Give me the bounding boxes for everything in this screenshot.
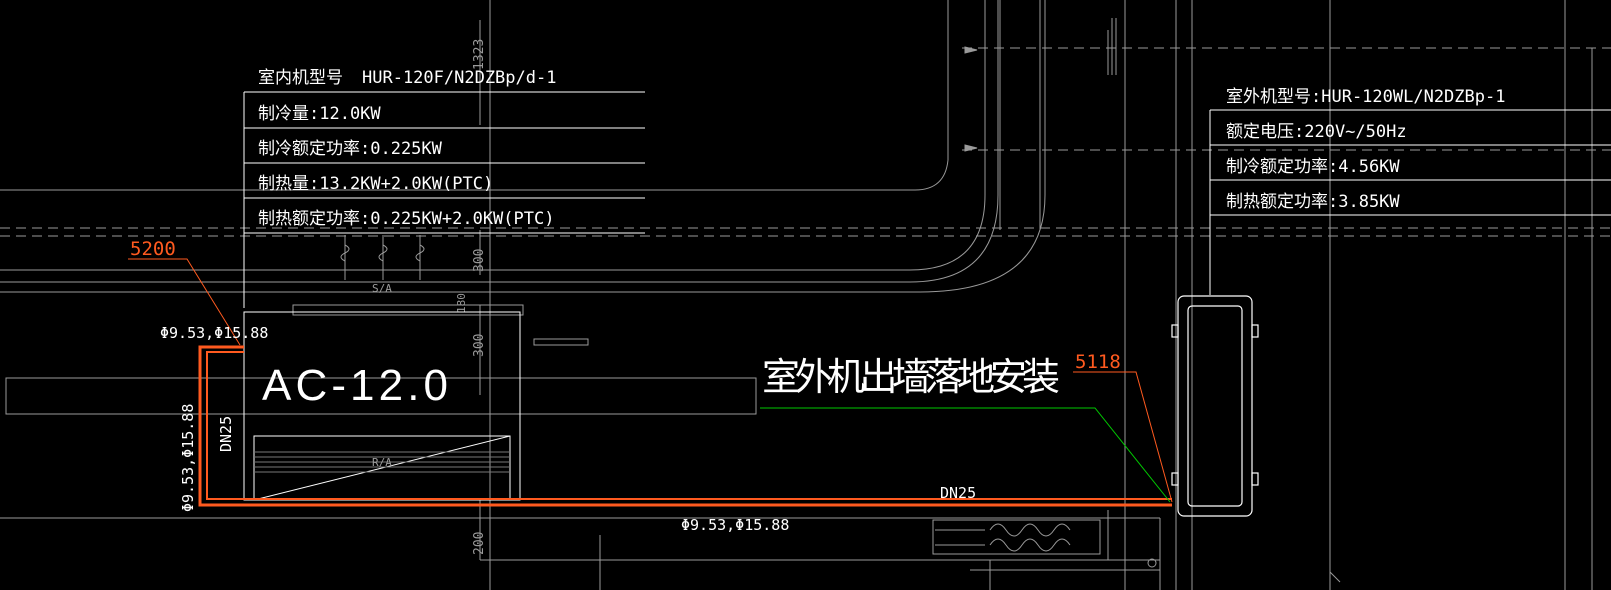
drain-size-vertical: DN25 [217, 416, 235, 452]
dim-200: 200 [472, 532, 487, 555]
pipe-size-left: Φ9.53,Φ15.88 [179, 404, 197, 512]
outdoor-heating-rated-power: 制热额定功率:3.85KW [1226, 192, 1400, 212]
pipe-size-bottom: Φ9.53,Φ15.88 [681, 516, 789, 534]
unit-label: AC-12.0 [262, 361, 448, 410]
outdoor-unit [1171, 295, 1259, 517]
leader-tag-5118: 5118 [1075, 351, 1121, 373]
indoor-model-value: HUR-120F/N2DZBp/d-1 [362, 68, 556, 88]
indoor-heating-capacity: 制热量:13.2KW+2.0KW(PTC) [258, 174, 493, 194]
return-air-label: R/A [372, 456, 392, 469]
install-note: 室外机出墙落地安装 [762, 355, 1060, 399]
outdoor-model: 室外机型号:HUR-120WL/N2DZBp-1 [1226, 87, 1505, 107]
drain-size-horizontal: DN25 [940, 484, 976, 502]
indoor-spec-table: 室内机型号 HUR-120F/N2DZBp/d-1 制冷量:12.0KW 制冷额… [243, 68, 645, 308]
pipe-size-top: Φ9.53,Φ15.88 [160, 324, 268, 342]
dim-1323: 1323 [472, 39, 487, 70]
leader-tag-5200: 5200 [130, 238, 176, 260]
leader-lines [128, 258, 1173, 503]
supply-air-label: S/A [372, 282, 392, 295]
indoor-cooling-capacity: 制冷量:12.0KW [258, 104, 381, 124]
outdoor-rated-voltage: 额定电压:220V~/50Hz [1226, 122, 1407, 142]
indoor-cooling-rated-power: 制冷额定功率:0.225KW [258, 139, 443, 159]
indoor-heating-rated-power: 制热额定功率:0.225KW+2.0KW(PTC) [258, 209, 554, 229]
outdoor-spec-table: 室外机型号:HUR-120WL/N2DZBp-1 额定电压:220V~/50Hz… [1209, 87, 1611, 295]
indoor-model-label: 室内机型号 [258, 68, 343, 88]
refrigerant-pipe [198, 345, 1172, 507]
dim-300-lower: 300 [472, 334, 487, 357]
dim-300-upper: 300 [472, 249, 487, 272]
outdoor-cooling-rated-power: 制冷额定功率:4.56KW [1226, 157, 1400, 177]
dim-180: 180 [455, 293, 468, 313]
